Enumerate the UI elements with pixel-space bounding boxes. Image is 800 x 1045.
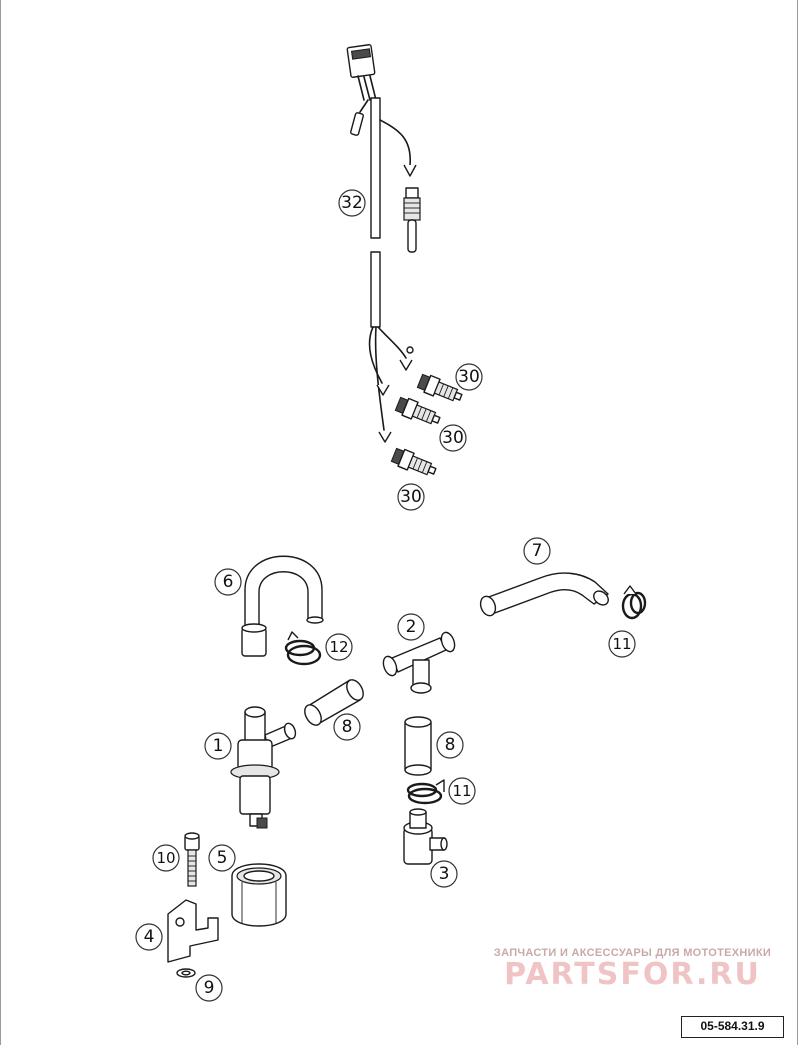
callout-8-left: 8 <box>333 713 361 741</box>
drawing-code: 05-584.31.9 <box>681 1016 784 1038</box>
harness-spade-connector <box>350 112 364 136</box>
svg-text:11: 11 <box>452 782 471 800</box>
svg-text:30: 30 <box>458 367 480 387</box>
svg-text:8: 8 <box>445 735 456 755</box>
elbow-fitting <box>403 808 448 865</box>
harness-connector-plug <box>346 44 377 101</box>
callout-30-c: 30 <box>397 483 425 511</box>
hose-clamp-11-upper <box>621 585 647 620</box>
hose-u-bend <box>241 555 324 657</box>
svg-text:7: 7 <box>532 541 543 561</box>
callout-6: 6 <box>214 568 242 596</box>
callout-3: 3 <box>430 860 458 888</box>
callout-30-a: 30 <box>455 363 483 391</box>
svg-text:5: 5 <box>217 848 228 868</box>
callout-8-right: 8 <box>436 731 464 759</box>
callout-12: 12 <box>325 633 353 661</box>
callout-11-lower: 11 <box>448 777 476 805</box>
short-hose-8-vertical <box>404 716 432 776</box>
callout-5: 5 <box>208 844 236 872</box>
callout-9: 9 <box>195 974 223 1002</box>
watermark-tagline: ЗАПЧАСТИ И АКСЕССУАРЫ ДЛЯ МОТОТЕХНИКИ <box>493 947 772 959</box>
wiring-harness <box>346 44 421 443</box>
svg-text:2: 2 <box>406 617 417 637</box>
branch-wire-2 <box>374 326 385 431</box>
svg-text:3: 3 <box>439 864 450 884</box>
ring-terminal-1 <box>399 359 413 371</box>
branch-wire-3 <box>377 326 407 359</box>
callout-1: 1 <box>204 732 232 760</box>
svg-text:1: 1 <box>213 736 224 756</box>
svg-text:32: 32 <box>341 193 363 213</box>
rubber-holder <box>231 863 287 927</box>
ring-terminal-3 <box>378 431 392 443</box>
hose-clamp-12 <box>284 631 322 666</box>
callout-10: 10 <box>152 844 180 872</box>
washer <box>176 968 196 978</box>
callout-4: 4 <box>135 923 163 951</box>
harness-branch-wire <box>379 119 411 166</box>
pressure-switch-2 <box>394 396 441 425</box>
svg-text:30: 30 <box>442 428 464 448</box>
ring-terminal <box>403 164 417 177</box>
svg-text:11: 11 <box>612 635 631 653</box>
cap-screw <box>184 832 200 887</box>
callout-32: 32 <box>338 189 366 217</box>
watermark-logo: PARTSFOR.RU <box>504 957 761 992</box>
temperature-sender <box>403 187 421 253</box>
harness-sheath-upper <box>370 97 381 239</box>
svg-text:6: 6 <box>223 572 234 592</box>
mounting-bracket <box>167 899 219 963</box>
hose-clamp-11-lower <box>406 779 445 805</box>
callout-2: 2 <box>397 613 425 641</box>
svg-text:4: 4 <box>144 927 155 947</box>
hose-l-bend <box>479 572 609 617</box>
svg-text:9: 9 <box>204 978 215 998</box>
callout-11-upper: 11 <box>608 630 636 658</box>
svg-text:10: 10 <box>156 849 175 867</box>
svg-text:8: 8 <box>342 717 353 737</box>
ring-terminal-2 <box>376 384 390 396</box>
svg-text:12: 12 <box>329 638 348 656</box>
svg-text:30: 30 <box>400 487 422 507</box>
pressure-switch-1 <box>416 373 463 402</box>
pressure-switch-3 <box>390 447 437 476</box>
frame-border-right <box>797 0 798 1045</box>
watermark: ЗАПЧАСТИ И АКСЕССУАРЫ ДЛЯ МОТОТЕХНИКИ PA… <box>480 947 785 992</box>
short-hose-8-angled <box>304 679 364 726</box>
callout-30-b: 30 <box>439 424 467 452</box>
callout-7: 7 <box>523 537 551 565</box>
tee-fitting <box>382 631 456 694</box>
frame-border-left <box>0 0 1 1045</box>
vacuum-valve <box>230 706 297 829</box>
branch-wire-1 <box>368 326 383 384</box>
harness-sheath-lower <box>370 251 381 328</box>
